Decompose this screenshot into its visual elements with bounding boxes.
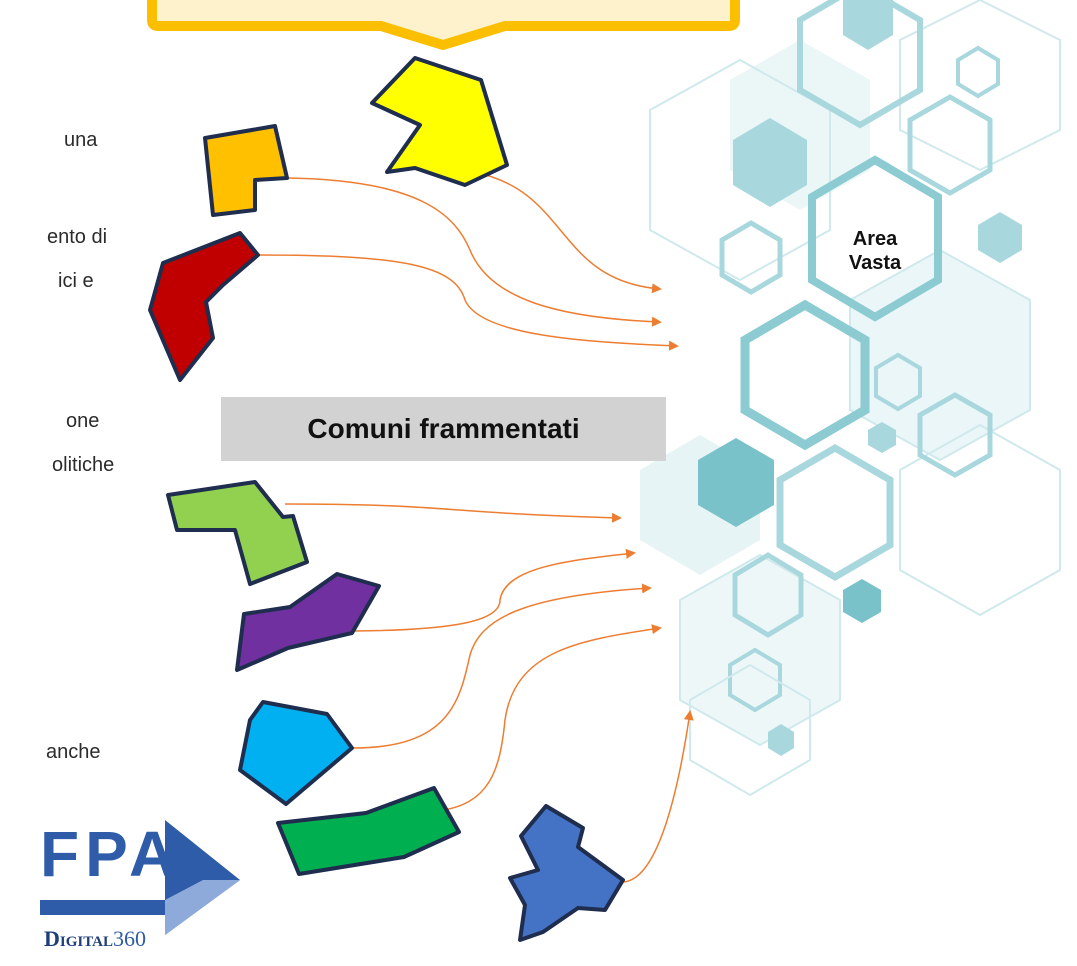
text-fragment-2a: ento di — [47, 226, 108, 248]
piece-lightblue — [238, 700, 354, 806]
arrow-yellow — [472, 171, 662, 294]
piece-red — [148, 231, 260, 382]
callout-bubble — [147, 0, 740, 50]
puzzle-pieces — [148, 56, 625, 942]
banner-label: Comuni frammentati — [307, 413, 580, 444]
arrow-orange — [286, 177, 662, 327]
piece-purple — [235, 572, 381, 672]
arrow-purple — [354, 548, 636, 632]
digital-word: Digital — [44, 926, 113, 951]
piece-orange — [203, 124, 289, 217]
area-label-line2: Vasta — [848, 252, 902, 274]
piece-green — [276, 786, 461, 876]
area-vasta-label: Area Vasta — [820, 227, 930, 275]
text-fragment-3b: olitiche — [52, 454, 115, 476]
arrow-lightgreen — [284, 503, 622, 523]
text-fragment-1: una — [64, 129, 98, 151]
hexagon-pattern — [640, 0, 1061, 797]
arrow-lightblue — [352, 583, 652, 749]
fpa-logo: FPA — [40, 818, 182, 890]
connector-arrows — [257, 171, 694, 883]
arrow-red — [257, 254, 679, 351]
logo-chevron — [40, 820, 240, 935]
piece-blue — [508, 804, 625, 942]
arrow-green — [436, 624, 662, 812]
text-fragment-2b: ici e — [58, 270, 94, 292]
digital360-logo: Digital360 — [44, 928, 146, 950]
piece-lightgreen — [166, 480, 309, 586]
arrow-blue — [622, 710, 694, 883]
piece-yellow — [370, 56, 509, 187]
digital-number: 360 — [112, 926, 146, 951]
text-fragment-3a: one — [66, 410, 100, 432]
comuni-frammentati-banner: Comuni frammentati — [221, 397, 666, 461]
text-fragment-4: anche — [46, 741, 101, 763]
area-label-line1: Area — [852, 228, 898, 250]
